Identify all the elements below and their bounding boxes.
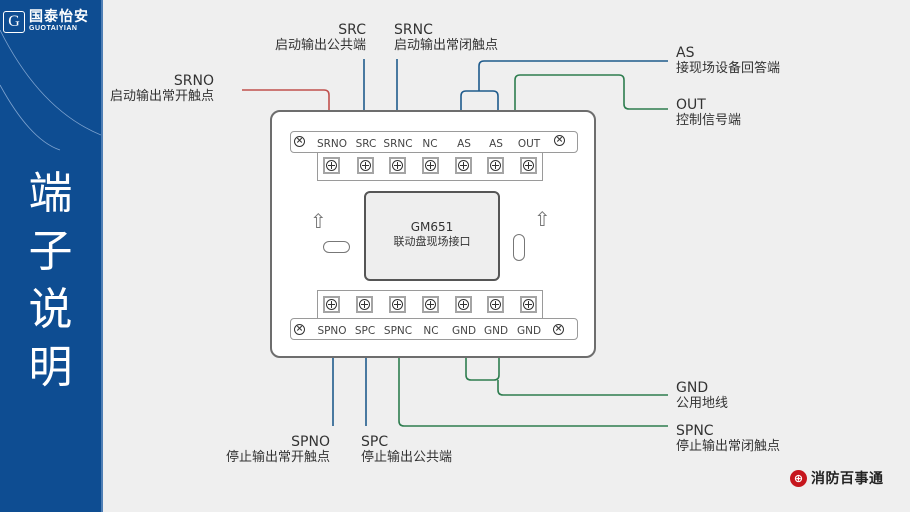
top-terminal-strip bbox=[290, 131, 578, 153]
callout-desc: 停止输出常开触点 bbox=[225, 450, 330, 465]
terminal-label: NC bbox=[423, 325, 439, 337]
callout-desc: 接现场设备回答端 bbox=[676, 61, 781, 76]
fire-hydrant-icon: ⊕ bbox=[790, 469, 807, 487]
module-model: GM651 bbox=[410, 220, 454, 234]
callout-desc: 停止输出常闭触点 bbox=[676, 439, 781, 454]
callout-gnd: GND 公用地线 bbox=[676, 380, 728, 412]
callout-code: GND bbox=[676, 380, 709, 396]
callout-desc: 停止输出公共端 bbox=[361, 450, 453, 465]
terminal-label: SRC bbox=[355, 138, 377, 150]
footer-brand-name: 消防百事通 bbox=[811, 471, 884, 487]
terminal-label: GND bbox=[483, 325, 509, 337]
terminal-label: SPC bbox=[354, 325, 376, 337]
terminal-screw-icon[interactable] bbox=[520, 157, 537, 174]
terminal-screw-icon[interactable] bbox=[487, 157, 504, 174]
terminal-screw-icon[interactable] bbox=[422, 157, 439, 174]
arrow-up-icon: ⇧ bbox=[310, 209, 327, 233]
terminal-screw-icon[interactable] bbox=[356, 296, 373, 313]
company-logo: G 国泰怡安 GUOTAIYIAN bbox=[3, 10, 89, 33]
terminal-screw-icon[interactable] bbox=[422, 296, 439, 313]
page-title-char: 端 bbox=[28, 168, 73, 219]
terminal-label: GND bbox=[451, 325, 477, 337]
top-terminal-block bbox=[317, 153, 543, 181]
callout-code: SPC bbox=[361, 434, 389, 450]
gm651-device: × × SRNO SRC SRNC NC AS AS OUT ⇧ ⇧ GM651… bbox=[270, 110, 596, 358]
callout-desc: 启动输出常开触点 bbox=[110, 89, 215, 104]
module-name: 联动盘现场接口 bbox=[393, 235, 471, 248]
footer-brand: ⊕ 消防百事通 bbox=[790, 468, 884, 488]
sidebar: G 国泰怡安 GUOTAIYIAN 端 子 说 明 bbox=[0, 0, 103, 512]
callout-code: SPNO bbox=[291, 434, 330, 450]
mount-slot-vertical bbox=[513, 234, 525, 261]
callout-desc: 启动输出常闭触点 bbox=[394, 38, 499, 53]
terminal-label: OUT bbox=[517, 138, 541, 150]
callout-srnc: SRNC 启动输出常闭触点 bbox=[394, 22, 498, 54]
callout-desc: 公用地线 bbox=[676, 396, 729, 411]
arrow-up-icon: ⇧ bbox=[534, 207, 551, 231]
terminal-label: GND bbox=[516, 325, 542, 337]
callout-code: SRNC bbox=[394, 22, 433, 38]
terminal-screw-icon[interactable] bbox=[487, 296, 504, 313]
terminal-label: SRNC bbox=[383, 138, 413, 150]
callout-out: OUT 控制信号端 bbox=[676, 97, 741, 129]
decorative-arcs bbox=[0, 29, 101, 151]
terminal-label: SPNC bbox=[383, 325, 413, 337]
wire-out bbox=[514, 74, 668, 111]
logo-name-en: GUOTAIYIAN bbox=[29, 25, 78, 32]
page-title: 端 子 说 明 bbox=[0, 165, 101, 397]
mount-screw-icon: × bbox=[294, 324, 305, 335]
wire-spnc bbox=[398, 358, 668, 427]
terminal-screw-icon[interactable] bbox=[389, 157, 406, 174]
logo-name-cn: 国泰怡安 bbox=[29, 9, 89, 25]
wire-gnd bbox=[465, 358, 668, 396]
callout-code: AS bbox=[676, 45, 695, 61]
callout-code: SPNC bbox=[676, 423, 714, 439]
callout-as: AS 接现场设备回答端 bbox=[676, 45, 780, 77]
terminal-screw-icon[interactable] bbox=[323, 296, 340, 313]
terminal-label: SRNO bbox=[316, 138, 348, 150]
callout-src: SRC 启动输出公共端 bbox=[266, 22, 366, 54]
terminal-screw-icon[interactable] bbox=[389, 296, 406, 313]
bottom-terminal-block bbox=[317, 290, 543, 318]
page-title-char: 子 bbox=[28, 226, 73, 277]
terminal-screw-icon[interactable] bbox=[323, 157, 340, 174]
mount-screw-icon: × bbox=[554, 135, 565, 146]
wire-srno bbox=[242, 89, 330, 111]
mount-screw-icon: × bbox=[553, 324, 564, 335]
callout-desc: 控制信号端 bbox=[676, 113, 742, 128]
callout-spno: SPNO 停止输出常开触点 bbox=[218, 434, 330, 466]
bottom-terminal-strip bbox=[290, 318, 578, 340]
terminal-screw-icon[interactable] bbox=[455, 157, 472, 174]
mount-screw-icon: × bbox=[294, 136, 305, 147]
wire-as bbox=[460, 60, 668, 111]
terminal-label: NC bbox=[422, 138, 438, 150]
mount-slot-horizontal bbox=[323, 241, 350, 253]
page-title-char: 说 bbox=[28, 284, 73, 335]
callout-code: OUT bbox=[676, 97, 706, 113]
terminal-screw-icon[interactable] bbox=[455, 296, 472, 313]
module-panel: GM651 联动盘现场接口 bbox=[364, 191, 500, 281]
terminal-label: AS bbox=[489, 138, 503, 150]
callout-code: SRNO bbox=[173, 73, 215, 89]
callout-spnc: SPNC 停止输出常闭触点 bbox=[676, 423, 780, 455]
page-title-char: 明 bbox=[28, 342, 73, 393]
terminal-screw-icon[interactable] bbox=[357, 157, 374, 174]
callout-spc: SPC 停止输出公共端 bbox=[361, 434, 452, 466]
callout-desc: 启动输出公共端 bbox=[274, 38, 366, 53]
logo-mark-icon: G bbox=[3, 10, 25, 33]
callout-code: SRC bbox=[338, 22, 366, 38]
terminal-label: AS bbox=[457, 138, 471, 150]
terminal-screw-icon[interactable] bbox=[520, 296, 537, 313]
terminal-label: SPNO bbox=[317, 325, 347, 337]
callout-srno: SRNO 启动输出常开触点 bbox=[110, 73, 214, 105]
